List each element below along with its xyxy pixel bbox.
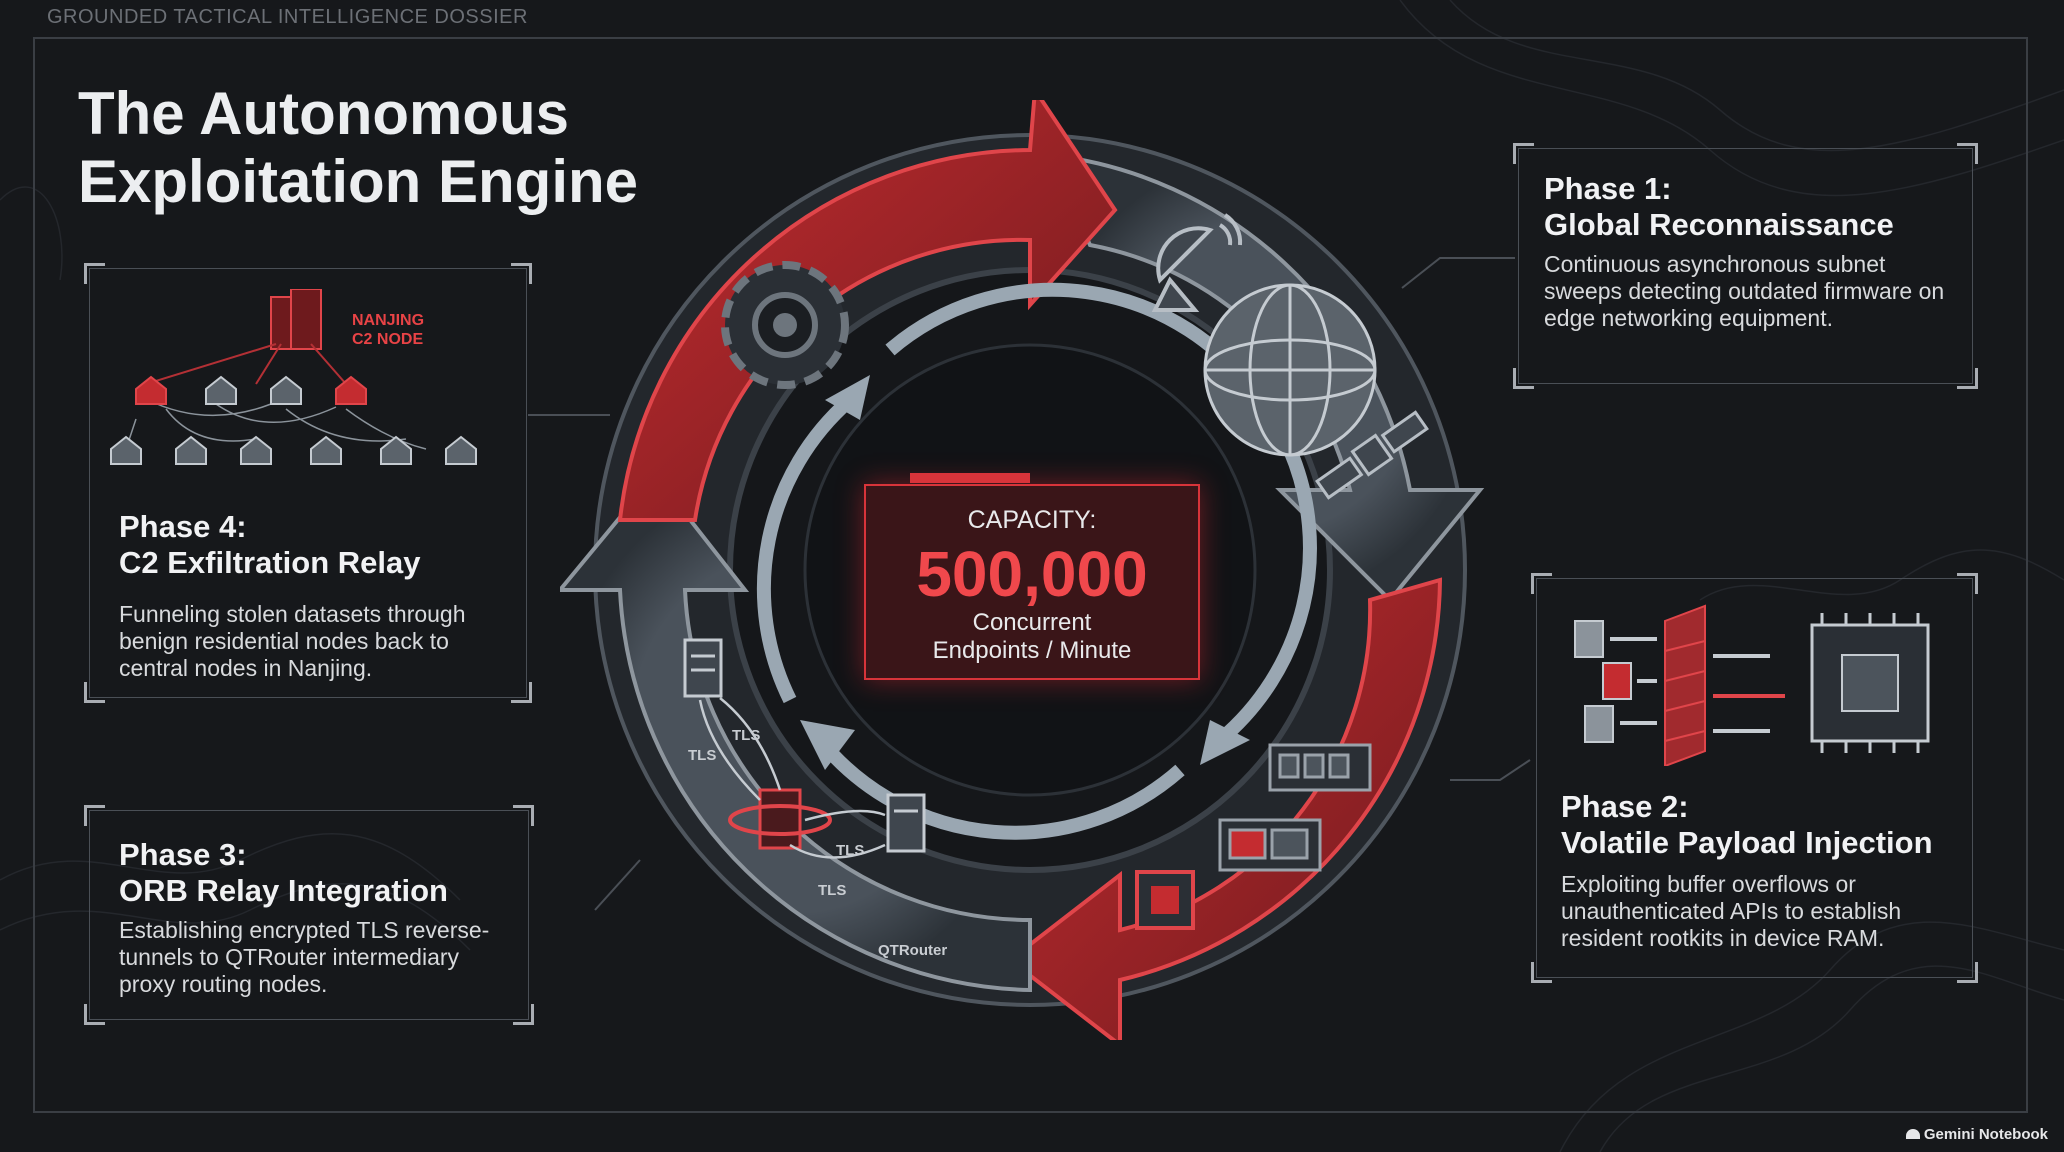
phase1-description: Continuous asynchronous subnet sweeps de… xyxy=(1544,251,1945,331)
phase3-label: Phase 3: xyxy=(119,837,247,872)
tls-label-4: TLS xyxy=(818,882,846,899)
tls-link-2 xyxy=(719,697,782,791)
globe-icon xyxy=(1203,283,1377,457)
phase1-panel: Phase 1: Global Reconnaissance Continuou… xyxy=(1513,143,1978,389)
phase4-panel: NANJING C2 NODE Phase 4: C2 Exfiltration… xyxy=(84,263,532,703)
phase4-label: Phase 4: xyxy=(119,509,247,544)
capacity-unit-line1: Concurrent xyxy=(972,609,1092,636)
satellite-dish-icon xyxy=(1151,213,1243,312)
tls-link-1 xyxy=(698,699,761,801)
server-icon xyxy=(683,638,926,853)
house-icon xyxy=(135,375,367,405)
inner-arrow-right xyxy=(1215,447,1317,746)
watermark-text: Gemini Notebook xyxy=(1923,1126,2048,1143)
firewall-icon xyxy=(1664,604,1706,766)
c2-node-line2: C2 NODE xyxy=(352,331,424,348)
qtrouter-label: QTRouter xyxy=(878,942,947,959)
phase2-illustration xyxy=(1574,604,1930,766)
phase3-name: ORB Relay Integration xyxy=(119,873,448,908)
document-icon xyxy=(1574,620,1632,743)
tls-label-2: TLS xyxy=(732,727,760,744)
c2-node-label: NANJING C2 NODE xyxy=(352,311,424,349)
inner-arrowhead-bottom xyxy=(800,720,855,770)
house-icon xyxy=(110,375,477,465)
tls-label-3: TLS xyxy=(836,842,864,859)
dossier-label: GROUNDED TACTICAL INTELLIGENCE DOSSIER xyxy=(47,6,528,28)
capacity-box: CAPACITY: 500,000 Concurrent Endpoints /… xyxy=(864,473,1200,680)
phase3-description: Establishing encrypted TLS reverse-tunne… xyxy=(119,917,490,997)
gemini-notebook-watermark: Gemini Notebook xyxy=(1905,1126,2048,1143)
inner-arrow-left xyxy=(756,394,855,704)
tls-link-4 xyxy=(789,843,886,859)
c2-node-line1: NANJING xyxy=(352,312,425,329)
tls-link-3 xyxy=(804,809,886,822)
capacity-unit-line2: Endpoints / Minute xyxy=(932,637,1132,664)
capacity-label: CAPACITY: xyxy=(967,506,1097,534)
memory-module-icon xyxy=(1218,743,1372,872)
c2-server-icon xyxy=(270,289,322,350)
phase2-name: Volatile Payload Injection xyxy=(1561,825,1933,860)
phase1-name: Global Reconnaissance xyxy=(1544,207,1894,242)
phase2-panel: Phase 2: Volatile Payload Injection Expl… xyxy=(1531,573,1978,983)
inner-arrowhead-left xyxy=(825,375,870,420)
capacity-value: 500,000 xyxy=(916,538,1148,610)
phase2-description: Exploiting buffer overflows or unauthent… xyxy=(1561,871,1902,951)
phase3-arrow xyxy=(560,471,1032,993)
phase4-network-illustration xyxy=(110,289,477,465)
phase4-name: C2 Exfiltration Relay xyxy=(119,545,421,580)
dossier-frame xyxy=(33,37,2028,1113)
page-title: The Autonomous Exploitation Engine xyxy=(78,80,638,216)
phase2-label: Phase 2: xyxy=(1561,789,1689,824)
phase1-arrow xyxy=(1046,152,1485,603)
capacity-tab xyxy=(910,473,1030,483)
phase4-description: Funneling stolen datasets through benign… xyxy=(119,601,466,681)
chip-icon-phase2 xyxy=(1810,613,1930,753)
phase1-label: Phase 1: xyxy=(1544,171,1672,206)
notebook-logo-icon xyxy=(1905,1129,1920,1139)
page-title-line1: The Autonomous xyxy=(78,80,570,147)
tls-label-1: TLS xyxy=(688,747,716,764)
chip-icon xyxy=(1135,870,1195,930)
phase3-panel: Phase 3: ORB Relay Integration Establish… xyxy=(84,805,534,1025)
inner-arrowhead-right xyxy=(1200,720,1250,765)
inner-arrow-bottom xyxy=(814,735,1185,840)
gear-icon xyxy=(721,261,849,389)
satellite-icon xyxy=(1315,410,1429,500)
page-title-line2: Exploitation Engine xyxy=(78,148,639,215)
